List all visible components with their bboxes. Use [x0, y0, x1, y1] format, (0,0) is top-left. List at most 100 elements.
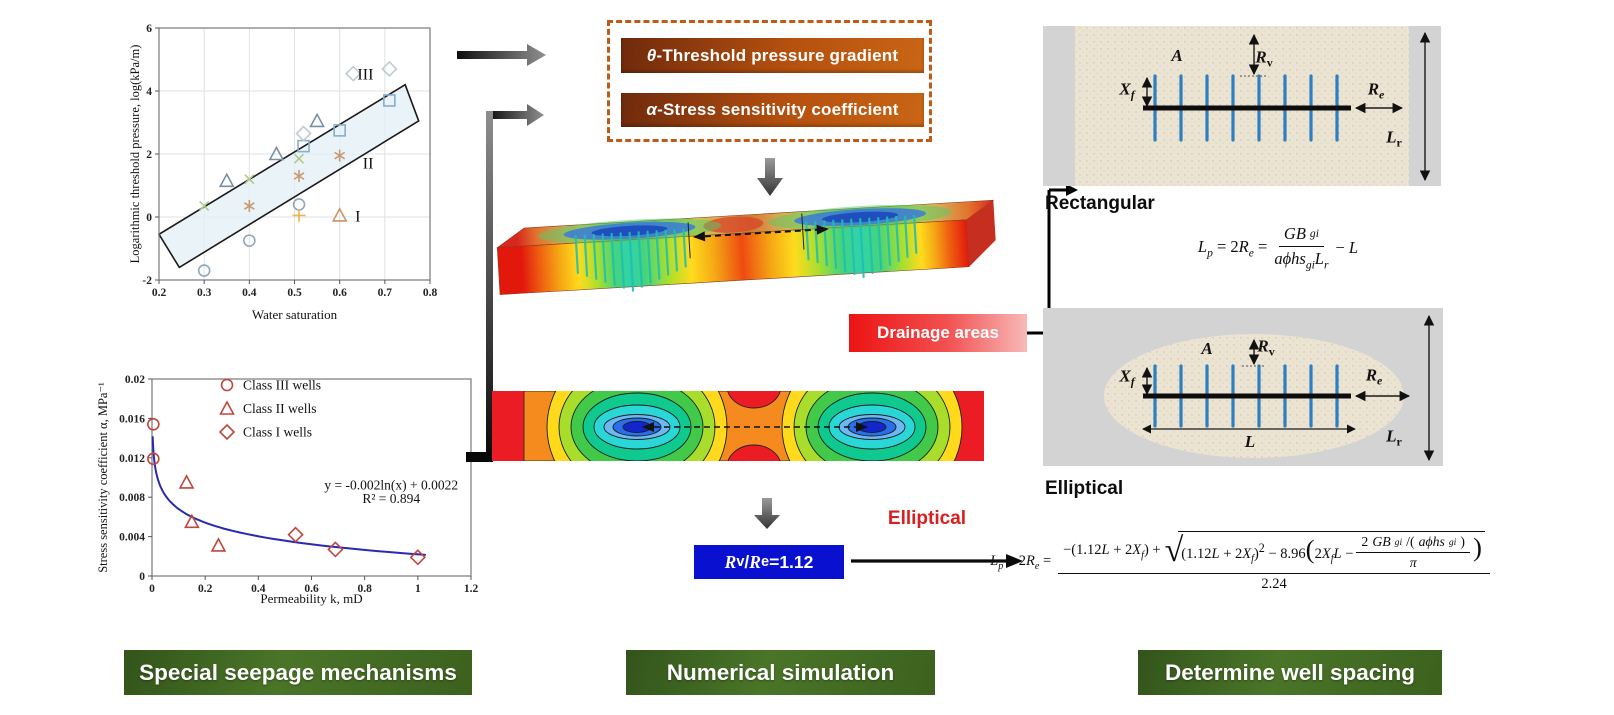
pressure-contour-map: [492, 391, 984, 461]
rv-label-rect: Rv: [1255, 47, 1273, 70]
annotation: I: [355, 208, 360, 225]
data-point: [383, 94, 396, 107]
elliptical-drainage-diagram: [1043, 308, 1443, 466]
data-point: [309, 112, 325, 128]
contour-lens-right: [781, 391, 963, 461]
lr-label-ell: Lr: [1386, 426, 1402, 449]
annotation: R² = 0.894: [362, 491, 420, 506]
stress-coefficient-pill: α-Stress sensitivity coefficient: [621, 93, 924, 127]
slab-end-cap: [966, 200, 996, 267]
cluster-edge-tick-left: [687, 222, 691, 259]
svg-text:0.6: 0.6: [304, 583, 319, 595]
3d-simulation-model: [496, 199, 996, 295]
data-point: [327, 541, 344, 558]
data-point: [293, 153, 305, 164]
svg-text:0.8: 0.8: [423, 287, 438, 299]
data-point: [409, 549, 426, 566]
rect-eq-lhs: Lp = 2Re =: [1197, 236, 1268, 260]
contour-lens-left: [546, 391, 728, 461]
data-point: [243, 234, 256, 247]
legend-label: Class III wells: [243, 378, 321, 393]
data-point: [220, 378, 234, 392]
data-point: [178, 474, 195, 489]
ell-equation: Lp = 2Re = −(1.12L + 2Xf) + √ (1.12L + 2…: [950, 516, 1530, 608]
x-axis-label: Permeability k, mD: [260, 591, 362, 606]
dashed-arrowhead-right: [816, 224, 829, 235]
svg-text:0.2: 0.2: [198, 583, 213, 595]
svg-text:0.004: 0.004: [119, 532, 145, 544]
drainage-areas-label: Drainage areas: [849, 314, 1027, 352]
area-label-rect: A: [1171, 46, 1183, 65]
svg-text:-2: -2: [142, 275, 152, 287]
slab-center-hotspot: [703, 216, 764, 233]
data-point: [218, 423, 236, 441]
svg-text:0.7: 0.7: [378, 287, 393, 299]
arrow-stress-to-params: [489, 104, 544, 126]
data-point: [292, 208, 306, 222]
data-point: [147, 418, 160, 431]
xf-label-ell: Xf: [1119, 366, 1135, 389]
data-point: [244, 174, 255, 185]
svg-text:0: 0: [146, 212, 152, 224]
annotation: II: [363, 155, 374, 172]
y-axis-label: Logarithmic threshold pressure, log(kPa/…: [128, 45, 142, 264]
elliptical-title: Elliptical: [1045, 478, 1124, 499]
series-asterisk: [243, 149, 346, 212]
svg-text:0.4: 0.4: [242, 287, 257, 299]
svg-text:0: 0: [149, 583, 155, 595]
svg-text:0.3: 0.3: [197, 287, 212, 299]
contour-arrowhead-right: [856, 422, 868, 432]
banner-special-seepage: Special seepage mechanisms: [124, 650, 472, 695]
data-point: [381, 60, 398, 78]
data-point: [345, 65, 362, 82]
boundary-band-left: [1043, 26, 1075, 186]
fracture-cluster-right: [805, 214, 918, 279]
data-point: [199, 200, 210, 212]
fit-curve: [151, 436, 426, 556]
legend-label: Class I wells: [243, 425, 312, 440]
svg-text:0.4: 0.4: [251, 583, 266, 595]
rv-label-ell: Rv: [1257, 336, 1275, 359]
data-point: [293, 170, 305, 183]
svg-text:0.012: 0.012: [119, 453, 145, 465]
svg-text:0.016: 0.016: [119, 413, 145, 425]
data-point: [334, 149, 346, 162]
data-point: [243, 199, 255, 212]
area-label-ell: A: [1201, 339, 1213, 358]
x-axis-label: Water saturation: [252, 307, 338, 322]
annotation: y = -0.002ln(x) + 0.0022: [324, 477, 458, 492]
radical-sign: √: [1164, 532, 1184, 569]
svg-text:0.8: 0.8: [357, 583, 372, 595]
svg-text:4: 4: [146, 86, 152, 98]
series-circle: [197, 198, 306, 277]
series-plus: [292, 208, 306, 222]
xf-label-rect: Xf: [1119, 79, 1135, 102]
data-point: [184, 513, 200, 529]
data-point: [218, 172, 235, 188]
data-point: [287, 526, 304, 543]
svg-text:0.008: 0.008: [119, 492, 145, 504]
rectangular-title: Rectangular: [1045, 193, 1155, 214]
series-triangle: [331, 207, 348, 222]
data-point: [333, 124, 346, 137]
rectangular-drainage-diagram: [1043, 26, 1441, 186]
ell-eq-inner-den: π: [1409, 555, 1417, 570]
series-diamond: [287, 526, 426, 566]
svg-text:1.2: 1.2: [464, 583, 479, 595]
key-parameters-box: θ-Threshold pressure gradient α-Stress s…: [607, 20, 932, 142]
arrow-seepage-to-params: [457, 44, 546, 66]
fracture-cluster-left: [574, 228, 687, 292]
data-point: [292, 198, 306, 211]
data-point: [147, 452, 160, 466]
cluster-edge-tick-right: [801, 213, 805, 250]
svg-text:1: 1: [415, 583, 421, 595]
ell-eq-radicand-close: ): [1472, 532, 1482, 562]
rect-eq-tail: − L: [1335, 238, 1359, 257]
